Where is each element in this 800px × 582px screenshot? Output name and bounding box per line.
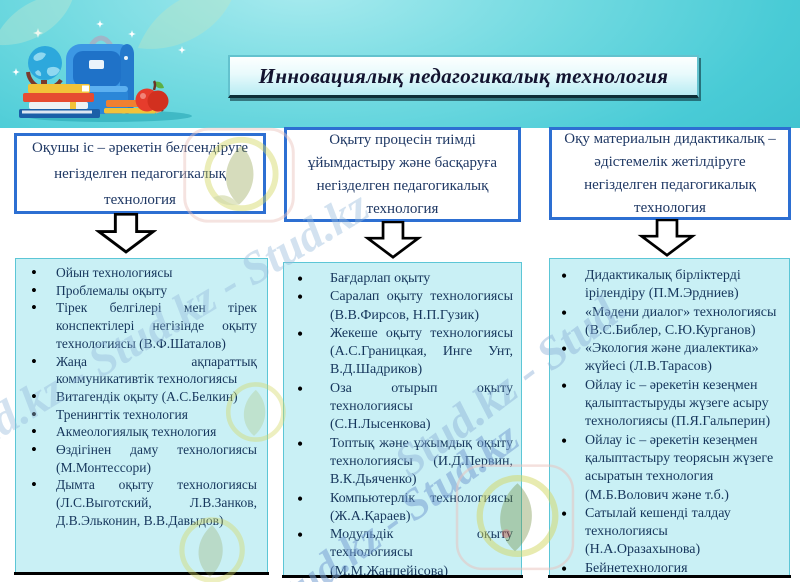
list-item-text: Компьютерлік технологиясы (Ж.А.Қараев) (330, 490, 513, 524)
list-item: Топтық және ұжымдық оқыту технологиясы (… (284, 435, 513, 490)
category-box-2: Оқыту процесін тиімді ұйымдастыру және б… (284, 127, 521, 222)
list-item-text: Акмеологиялық технология (56, 424, 217, 440)
list-item: Витагендік оқыту (А.С.Белкин) (16, 388, 257, 406)
list-item: Ойын технологиясы (16, 264, 257, 282)
page-title: Инновациялық педагогикалық технология (258, 63, 669, 88)
down-arrow-icon (363, 221, 423, 259)
list-item: Дымта оқыту технологиясы (Л.С.Выготский,… (16, 476, 257, 529)
sparkle-icons (12, 20, 186, 76)
list-item-text: Модульдік оқыту технологиясы (М.М.Жанпей… (330, 527, 513, 579)
list-item: Тірек белгілері мен тірек конспектілері … (16, 299, 257, 352)
category-3-label: Оқу материалын дидактикалық – әдістемелі… (564, 130, 776, 216)
list-item-text: Тірек белгілері мен тірек конспектілері … (56, 300, 257, 351)
list-item-text: Проблемалы оқыту (56, 282, 168, 298)
list-item: Сатылай кешенді талдау технологиясы (Н.А… (550, 505, 779, 560)
list-item-text: Тренингтік технология (56, 406, 188, 422)
list-item: Ойлау іс – әрекетін кезеңмен қалыптастыр… (550, 432, 779, 505)
technology-list-1: Ойын технологиясыПроблемалы оқытуТірек б… (14, 258, 269, 575)
list-item: Ойлау іс – әрекетін кезеңмен қалыптастыр… (550, 377, 779, 432)
list-item-text: Бағдарлап оқыту (330, 271, 431, 286)
list-item: Бейнетехнология (550, 560, 779, 579)
list-item: Бағдарлап оқыту (284, 270, 513, 289)
books-stack-icon (19, 84, 100, 118)
list-item: Оза отырып оқыту технологиясы (С.Н.Лысен… (284, 380, 513, 435)
list-item: «Мәдени диалог» технологиясы (В.С.Библер… (550, 304, 779, 341)
down-arrow-icon (637, 219, 697, 257)
list-item: Өздігінен даму технологиясы (М.Монтессор… (16, 441, 257, 476)
list-item-text: Жекеше оқыту технологиясы (А.С.Границкая… (330, 325, 513, 378)
list-item-text: Дидактикалық бірліктерді ірілендіру (П.М… (585, 268, 741, 302)
list-item: «Экология және диалектика» жүйесі (Л.В.Т… (550, 340, 779, 377)
list-item-text: Топтық және ұжымдық оқыту технологиясы (… (330, 435, 513, 488)
list-item-text: Сатылай кешенді талдау технологиясы (Н.А… (585, 505, 731, 558)
list-item-text: Өздігінен даму технологиясы (М.Монтессор… (56, 442, 257, 475)
list-item-text: Жаңа ақпараттық коммуникативтік технолог… (56, 353, 257, 387)
list-item-text: Витагендік оқыту (А.С.Белкин) (56, 388, 238, 404)
technology-list-2: Бағдарлап оқытуСаралап оқыту технологияс… (282, 262, 523, 582)
list-item-text: Ойлау іс – әрекетін кезеңмен қалыптастыр… (585, 377, 771, 430)
list-item-text: Бейнетехнология (585, 560, 688, 576)
list-item-text: Ойлау іс – әрекетін кезеңмен қалыптастыр… (585, 432, 774, 503)
category-1-label: Оқушы іс – әрекетін белсендіруге негізде… (31, 139, 249, 208)
list-item-text: Оза отырып оқыту технологиясы (С.Н.Лысен… (330, 380, 513, 433)
list-item-text: Ойын технологиясы (56, 265, 173, 280)
list-item: Проблемалы оқыту (16, 282, 257, 300)
list-item-text: Саралап оқыту технологиясы (В.В.Фирсов, … (330, 289, 513, 323)
list-item: Жекеше оқыту технологиясы (А.С.Границкая… (284, 325, 513, 380)
school-supplies-illustration (12, 20, 192, 122)
list-item-text: «Мәдени диалог» технологиясы (В.С.Библер… (585, 304, 777, 338)
category-2-label: Оқыту процесін тиімді ұйымдастыру және б… (307, 131, 498, 217)
list-item: Саралап оқыту технологиясы (В.В.Фирсов, … (284, 288, 513, 325)
list-item: Жаңа ақпараттық коммуникативтік технолог… (16, 353, 257, 388)
list-item: Модульдік оқыту технологиясы (М.М.Жанпей… (284, 526, 513, 581)
list-item: Акмеологиялық технология (16, 423, 257, 441)
apple-icon (135, 80, 169, 112)
list-item: Дидактикалық бірліктерді ірілендіру (П.М… (550, 267, 779, 304)
technology-list-3: Дидактикалық бірліктерді ірілендіру (П.М… (548, 258, 791, 579)
list-item: Тренингтік технология (16, 406, 257, 424)
down-arrow-icon (95, 213, 157, 254)
list-item-text: «Экология және диалектика» жүйесі (Л.В.Т… (585, 341, 759, 375)
title-box: Инновациялық педагогикалық технология (228, 55, 699, 98)
category-box-1: Оқушы іс – әрекетін белсендіруге негізде… (14, 133, 266, 214)
list-item-text: Дымта оқыту технологиясы (Л.С.Выготский,… (56, 477, 257, 528)
list-item: Компьютерлік технологиясы (Ж.А.Қараев) (284, 490, 513, 527)
category-box-3: Оқу материалын дидактикалық – әдістемелі… (549, 127, 791, 220)
